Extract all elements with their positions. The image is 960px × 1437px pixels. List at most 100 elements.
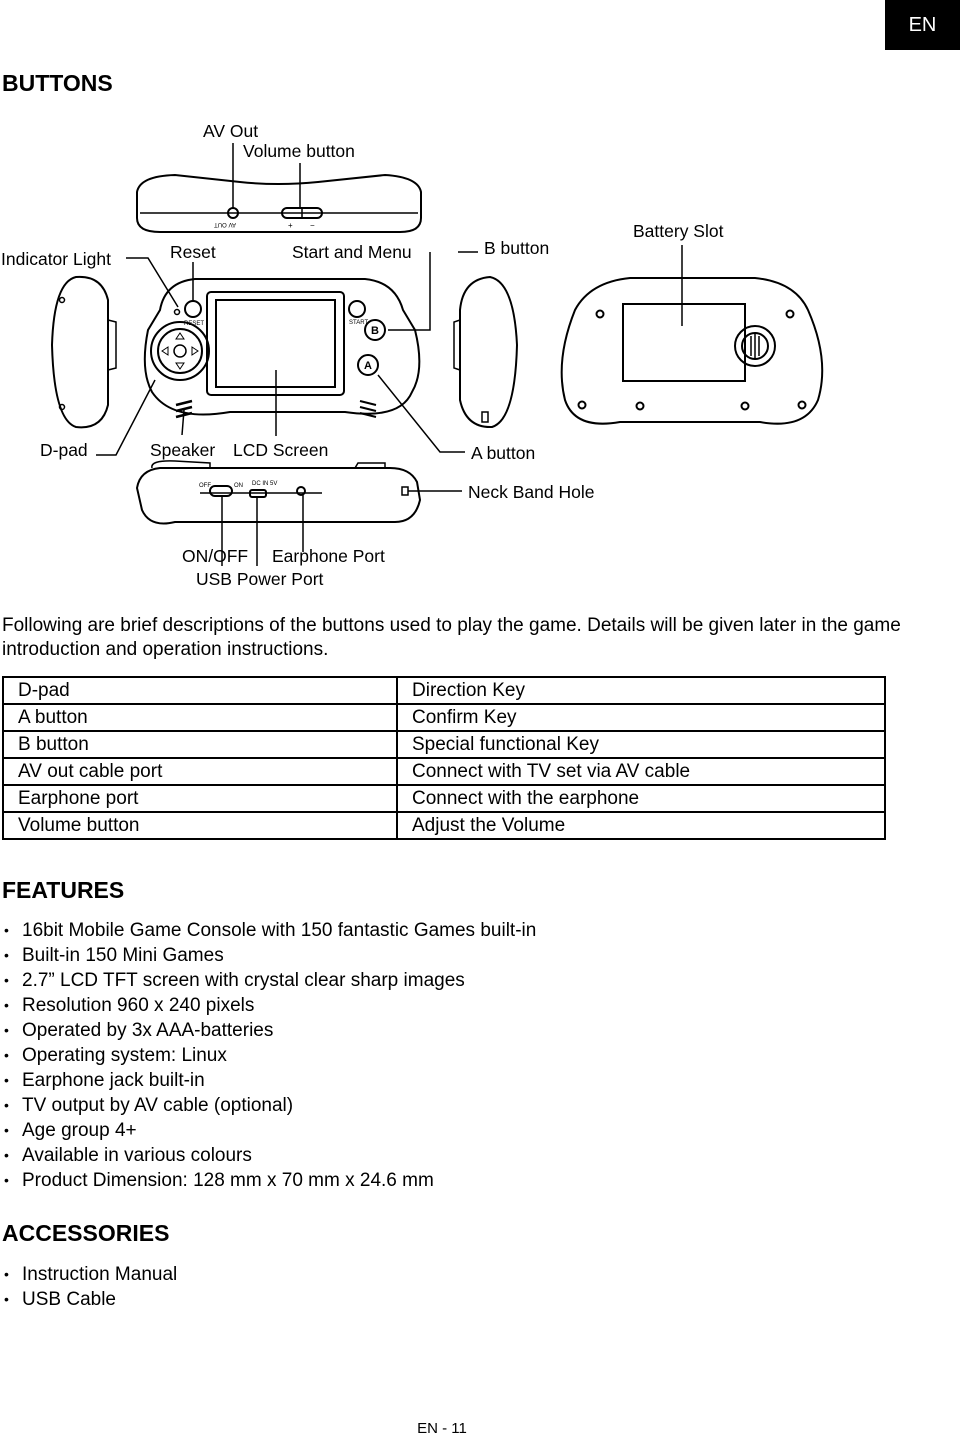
table-cell-button: A button: [2, 703, 398, 732]
table-cell-description: Connect with TV set via AV cable: [396, 757, 886, 786]
callout-b-button: B button: [484, 238, 549, 258]
reset-button-icon: [184, 300, 202, 318]
list-item: •Available in various colours: [4, 1145, 252, 1166]
battery-screw-outer: [734, 325, 776, 367]
earphone-port-icon: [296, 486, 306, 496]
features-heading: FEATURES: [2, 877, 125, 903]
language-tab: EN: [885, 0, 960, 50]
callout-battery-slot: Battery Slot: [633, 221, 724, 241]
buttons-heading: BUTTONS: [2, 70, 113, 96]
table-cell-button: Earphone port: [2, 784, 398, 813]
accessories-list: •Instruction Manual •USB Cable: [2, 1262, 177, 1312]
list-item: •Product Dimension: 128 mm x 70 mm x 24.…: [4, 1170, 434, 1191]
console-diagram: AV OUT + − RESET START B A: [1, 121, 824, 589]
bullet-icon: •: [4, 1266, 9, 1282]
indicator-light-icon: [173, 308, 181, 316]
plus-marking: +: [288, 221, 293, 230]
bullet-icon: •: [4, 997, 9, 1013]
console-bottom-view: [135, 460, 422, 525]
list-item: •Age group 4+: [4, 1120, 137, 1141]
table-cell-description: Adjust the Volume: [396, 811, 886, 840]
bullet-icon: •: [4, 1147, 9, 1163]
console-front-view: [143, 278, 421, 419]
bullet-icon: •: [4, 972, 9, 988]
page-number: EN - 11: [417, 1420, 467, 1437]
bullet-icon: •: [4, 1291, 9, 1307]
table-cell-description: Confirm Key: [396, 703, 886, 732]
battery-screw-icon: [750, 334, 760, 358]
table-cell-button: Volume button: [2, 811, 398, 840]
reset-marking: RESET: [184, 321, 204, 327]
dpad-ring: [150, 321, 210, 381]
console-right-side-view: [453, 275, 519, 429]
console-top-view: [136, 173, 422, 233]
callout-start-menu: Start and Menu: [292, 242, 412, 262]
a-button-icon: [357, 354, 379, 376]
table-row: A button Confirm Key: [2, 703, 886, 732]
b-marking: B: [371, 325, 379, 337]
dc-in-marking: DC IN 5V: [252, 481, 277, 487]
callout-neck-band-hole: Neck Band Hole: [468, 482, 594, 502]
list-item: •16bit Mobile Game Console with 150 fant…: [4, 920, 537, 941]
table-row: D-pad Direction Key: [2, 676, 886, 705]
bullet-icon: •: [4, 922, 9, 938]
list-item: •Built-in 150 Mini Games: [4, 945, 224, 966]
callout-indicator-light: Indicator Light: [1, 249, 111, 269]
features-list: •16bit Mobile Game Console with 150 fant…: [2, 918, 536, 1193]
callout-lcd-screen: LCD Screen: [233, 440, 328, 460]
list-item: •Earphone jack built-in: [4, 1070, 205, 1091]
bullet-icon: •: [4, 1022, 9, 1038]
callout-on-off: ON/OFF: [182, 546, 248, 566]
callout-a-button: A button: [471, 443, 535, 463]
bullet-icon: •: [4, 1047, 9, 1063]
list-item: •Operating system: Linux: [4, 1045, 227, 1066]
b-button-icon: [364, 319, 386, 341]
callout-usb-power-port: USB Power Port: [196, 569, 324, 589]
list-item: •Operated by 3x AAA-batteries: [4, 1020, 274, 1041]
callout-volume-button: Volume button: [243, 141, 355, 161]
off-marking: OFF: [199, 483, 211, 489]
table-row: Volume button Adjust the Volume: [2, 811, 886, 840]
callout-dpad: D-pad: [40, 440, 88, 460]
start-button-icon: [348, 300, 366, 318]
table-cell-description: Connect with the earphone: [396, 784, 886, 813]
table-cell-button: B button: [2, 730, 398, 759]
table-row: Earphone port Connect with the earphone: [2, 784, 886, 813]
button-table: D-pad Direction Key A button Confirm Key…: [2, 676, 886, 840]
on-off-switch-icon: [209, 485, 233, 497]
list-item: •TV output by AV cable (optional): [4, 1095, 294, 1116]
callout-earphone-port: Earphone Port: [272, 546, 385, 566]
battery-cover: [622, 303, 746, 382]
start-marking: START: [349, 320, 368, 326]
table-cell-description: Direction Key: [396, 676, 886, 705]
bullet-icon: •: [4, 1097, 9, 1113]
dpad-icon: [157, 328, 203, 374]
callout-reset: Reset: [170, 242, 216, 262]
table-row: AV out cable port Connect with TV set vi…: [2, 757, 886, 786]
neck-band-hole-icon: [401, 486, 409, 496]
usb-port-icon: [249, 489, 267, 498]
on-marking: ON: [234, 483, 243, 489]
bullet-icon: •: [4, 1072, 9, 1088]
a-marking: A: [364, 360, 372, 372]
table-row: B button Special functional Key: [2, 730, 886, 759]
list-item: •Resolution 960 x 240 pixels: [4, 995, 255, 1016]
minus-marking: −: [310, 221, 315, 230]
bullet-icon: •: [4, 1172, 9, 1188]
table-cell-button: AV out cable port: [2, 757, 398, 786]
av-out-marking: AV OUT: [214, 221, 236, 227]
table-cell-button: D-pad: [2, 676, 398, 705]
console-back-view: [560, 277, 824, 425]
intro-paragraph: Following are brief descriptions of the …: [2, 615, 901, 660]
accessories-heading: ACCESSORIES: [2, 1220, 170, 1246]
list-item: •USB Cable: [4, 1289, 116, 1310]
callout-speaker: Speaker: [150, 440, 215, 460]
bullet-icon: •: [4, 1122, 9, 1138]
callout-av-out: AV Out: [203, 121, 258, 141]
bullet-icon: •: [4, 947, 9, 963]
table-cell-description: Special functional Key: [396, 730, 886, 759]
list-item: •2.7” LCD TFT screen with crystal clear …: [4, 970, 465, 991]
leader-lines: [96, 143, 683, 566]
console-left-side-view: [50, 275, 117, 429]
list-item: •Instruction Manual: [4, 1264, 178, 1285]
